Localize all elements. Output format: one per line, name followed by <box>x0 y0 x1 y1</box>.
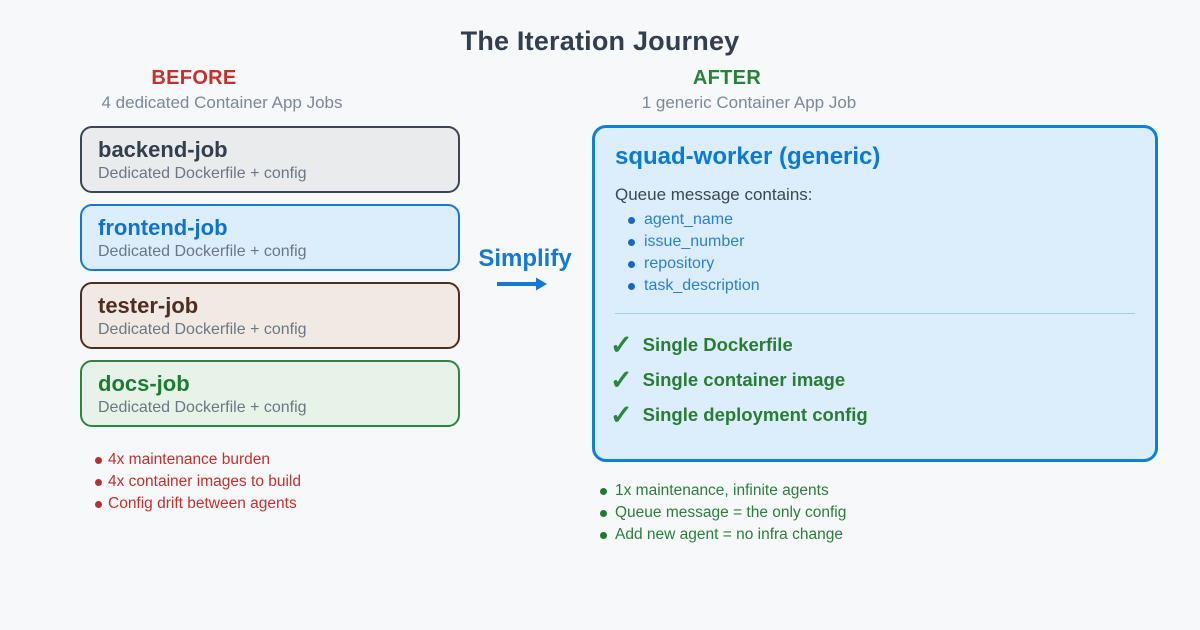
bullet-icon <box>600 487 607 495</box>
bullet-icon <box>95 500 102 508</box>
gain-label: Queue message = the only config <box>615 504 847 521</box>
list-item: agent_name <box>628 209 760 231</box>
after-heading: AFTER <box>692 67 762 89</box>
list-item: Config drift between agents <box>95 493 301 515</box>
job-desc: Dedicated Dockerfile + config <box>98 399 307 416</box>
pain-point-label: 4x container images to build <box>108 473 302 490</box>
queue-field-label: task_description <box>644 277 760 294</box>
job-card-backend: backend-job Dedicated Dockerfile + confi… <box>80 126 460 193</box>
before-heading: BEFORE <box>151 67 237 89</box>
job-card-frontend: frontend-job Dedicated Dockerfile + conf… <box>80 204 460 271</box>
after-subheading: 1 generic Container App Job <box>641 93 857 112</box>
page-title: The Iteration Journey <box>460 26 740 56</box>
gain-label: 1x maintenance, infinite agents <box>615 482 829 499</box>
benefit-label: Single Dockerfile <box>642 334 793 355</box>
bullet-icon <box>95 456 102 464</box>
benefit-row: ✓ Single deployment config <box>610 400 868 430</box>
check-icon: ✓ <box>610 400 633 430</box>
list-item: 4x maintenance burden <box>95 449 301 471</box>
job-name: backend-job <box>98 137 228 162</box>
bullet-icon <box>628 216 635 224</box>
benefit-row: ✓ Single container image <box>610 365 845 395</box>
job-name: frontend-job <box>98 215 228 240</box>
list-item: repository <box>628 253 760 275</box>
benefit-row: ✓ Single Dockerfile <box>610 330 793 360</box>
benefit-label: Single deployment config <box>642 404 868 425</box>
bullet-icon <box>628 282 635 290</box>
list-item: Add new agent = no infra change <box>600 524 846 546</box>
benefit-label: Single container image <box>642 369 846 390</box>
list-item: task_description <box>628 275 760 297</box>
gains-list: 1x maintenance, infinite agents Queue me… <box>600 480 846 546</box>
queue-label: Queue message contains: <box>615 185 813 204</box>
queue-field-label: issue_number <box>644 233 745 250</box>
gain-label: Add new agent = no infra change <box>615 526 843 543</box>
bullet-icon <box>628 260 635 268</box>
bullet-icon <box>600 509 607 517</box>
list-item: issue_number <box>628 231 760 253</box>
job-card-docs: docs-job Dedicated Dockerfile + config <box>80 360 460 427</box>
worker-title: squad-worker (generic) <box>615 143 881 170</box>
bullet-icon <box>628 238 635 246</box>
check-icon: ✓ <box>610 330 633 360</box>
job-name: tester-job <box>98 293 199 318</box>
bullet-icon <box>95 478 102 486</box>
list-item: Queue message = the only config <box>600 502 846 524</box>
simplify-label: Simplify <box>478 245 572 272</box>
pain-point-list: 4x maintenance burden 4x container image… <box>95 449 301 515</box>
pain-point-label: 4x maintenance burden <box>108 451 271 468</box>
queue-field-label: agent_name <box>644 211 733 228</box>
job-card-tester: tester-job Dedicated Dockerfile + config <box>80 282 460 349</box>
job-name: docs-job <box>98 371 190 396</box>
job-desc: Dedicated Dockerfile + config <box>98 243 307 260</box>
before-subheading: 4 dedicated Container App Jobs <box>101 93 343 112</box>
queue-field-list: agent_name issue_number repository task_… <box>628 209 760 297</box>
list-item: 4x container images to build <box>95 471 301 493</box>
arrow-right-icon <box>496 276 548 292</box>
bullet-icon <box>600 531 607 539</box>
worker-card: squad-worker (generic) Queue message con… <box>592 125 1158 462</box>
pain-point-label: Config drift between agents <box>108 495 297 512</box>
job-desc: Dedicated Dockerfile + config <box>98 165 307 182</box>
list-item: 1x maintenance, infinite agents <box>600 480 846 502</box>
job-desc: Dedicated Dockerfile + config <box>98 321 307 338</box>
divider <box>615 313 1135 314</box>
check-icon: ✓ <box>610 365 633 395</box>
queue-field-label: repository <box>644 255 715 272</box>
